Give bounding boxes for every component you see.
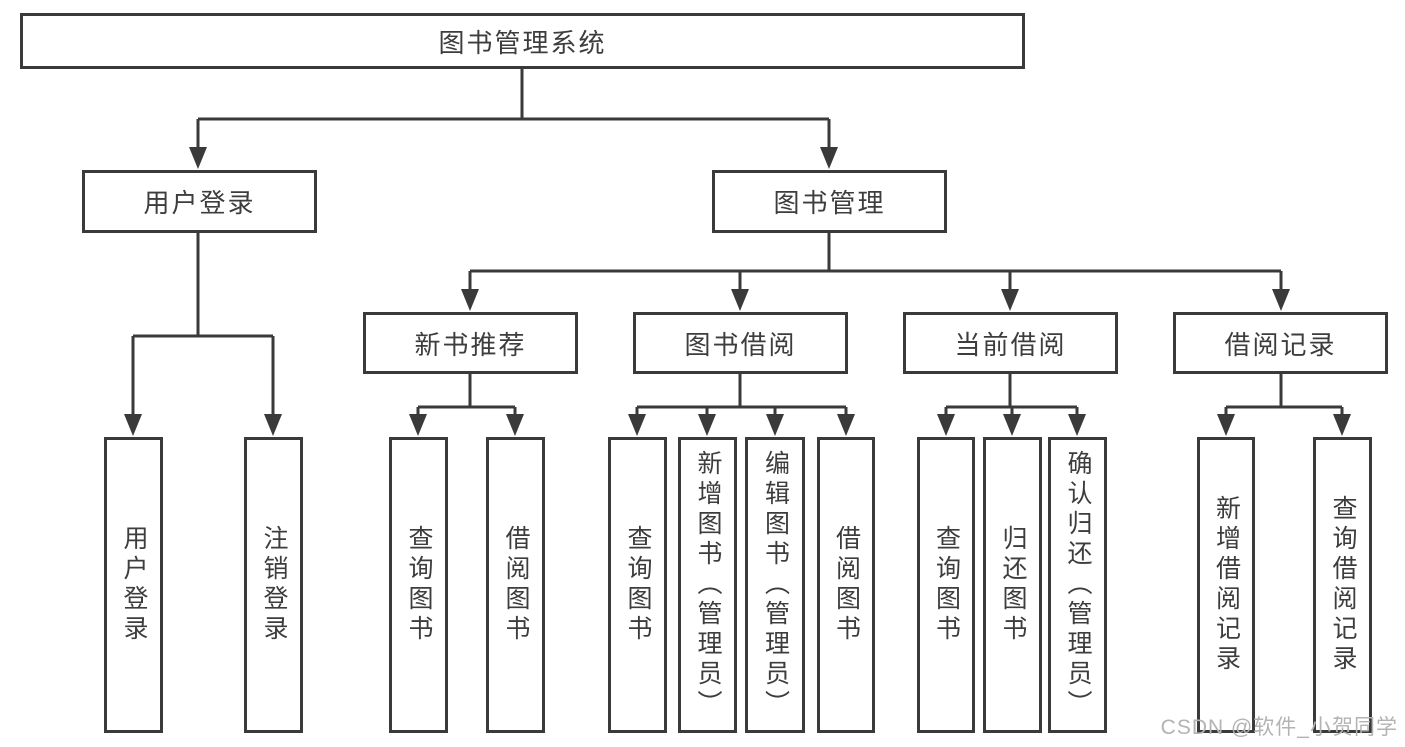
leaf-label: 新增图书（管理员） bbox=[694, 450, 722, 720]
leaf-borrow-books: 借阅图书 bbox=[817, 437, 875, 733]
leaf-edit-books-admin: 编辑图书（管理员） bbox=[745, 437, 805, 733]
leaf-query-books-current: 查询图书 bbox=[917, 437, 975, 733]
node-user-login-branch: 用户登录 bbox=[82, 170, 317, 233]
edge-user-branch bbox=[131, 233, 275, 418]
leaf-label: 注销登录 bbox=[260, 525, 288, 645]
edge-book-branch bbox=[468, 233, 1283, 293]
node-book-management-branch: 图书管理 bbox=[712, 170, 947, 233]
leaf-label: 借阅图书 bbox=[502, 525, 530, 645]
leaf-query-books-recommend: 查询图书 bbox=[389, 437, 448, 733]
node-borrowing-records: 借阅记录 bbox=[1173, 312, 1388, 374]
arrow-icon bbox=[264, 414, 282, 436]
arrow-icon bbox=[1003, 414, 1021, 436]
arrow-icon bbox=[628, 414, 646, 436]
edge-current-section bbox=[944, 374, 1079, 418]
edge-borrow-section bbox=[635, 374, 848, 418]
arrow-icon bbox=[1333, 414, 1351, 436]
leaf-confirm-return-admin: 确认归还（管理员） bbox=[1048, 437, 1107, 733]
node-label: 图书管理 bbox=[773, 188, 886, 218]
arrow-icon bbox=[820, 147, 838, 169]
leaf-label: 查询图书 bbox=[932, 525, 961, 645]
leaf-label: 查询图书 bbox=[624, 525, 652, 645]
arrow-icon bbox=[731, 289, 749, 311]
leaf-borrow-books-recommend: 借阅图书 bbox=[486, 437, 545, 733]
arrow-icon bbox=[124, 414, 142, 436]
arrow-icon bbox=[409, 414, 427, 436]
node-label: 图书借阅 bbox=[684, 329, 797, 360]
node-label: 用户登录 bbox=[143, 188, 256, 218]
leaf-label: 查询借阅记录 bbox=[1329, 495, 1357, 675]
leaf-label: 编辑图书（管理员） bbox=[761, 450, 790, 720]
edge-root-to-branches bbox=[196, 69, 831, 150]
leaf-add-books-admin: 新增图书（管理员） bbox=[678, 437, 737, 733]
node-label: 当前借阅 bbox=[954, 329, 1067, 360]
arrow-icon bbox=[937, 414, 955, 436]
arrow-icon bbox=[461, 289, 479, 311]
arrow-icon bbox=[1068, 414, 1086, 436]
node-root-label: 图书管理系统 bbox=[438, 27, 607, 58]
leaf-label: 归还图书 bbox=[999, 525, 1027, 645]
arrow-icon bbox=[766, 414, 784, 436]
node-label: 借阅记录 bbox=[1224, 329, 1337, 360]
arrow-icon bbox=[1001, 289, 1019, 311]
node-root: 图书管理系统 bbox=[20, 13, 1025, 69]
leaf-query-borrow-record: 查询借阅记录 bbox=[1313, 437, 1372, 733]
leaf-return-books: 归还图书 bbox=[983, 437, 1042, 733]
leaf-query-books-borrow: 查询图书 bbox=[608, 437, 667, 733]
leaf-label: 确认归还（管理员） bbox=[1064, 450, 1092, 720]
leaf-label: 用户登录 bbox=[120, 525, 148, 645]
edge-newbook-section bbox=[416, 374, 517, 418]
leaf-label: 借阅图书 bbox=[832, 525, 861, 645]
leaf-user-login: 用户登录 bbox=[104, 437, 163, 733]
leaf-add-borrow-record: 新增借阅记录 bbox=[1197, 437, 1255, 733]
arrow-icon bbox=[698, 414, 716, 436]
edge-records-section bbox=[1224, 374, 1344, 418]
leaf-logout: 注销登录 bbox=[244, 437, 303, 733]
node-book-borrowing: 图书借阅 bbox=[633, 312, 848, 374]
node-label: 新书推荐 bbox=[414, 329, 527, 360]
leaf-label: 新增借阅记录 bbox=[1212, 495, 1241, 675]
node-current-borrowing: 当前借阅 bbox=[903, 312, 1118, 374]
arrow-icon bbox=[506, 414, 524, 436]
arrow-icon bbox=[189, 147, 207, 169]
node-new-book-recommend: 新书推荐 bbox=[363, 312, 578, 374]
csdn-watermark: CSDN @软件_小贺同学 bbox=[1160, 716, 1398, 739]
leaf-label: 查询图书 bbox=[405, 525, 433, 645]
arrow-icon bbox=[837, 414, 855, 436]
arrow-icon bbox=[1217, 414, 1235, 436]
arrow-icon bbox=[1272, 289, 1290, 311]
